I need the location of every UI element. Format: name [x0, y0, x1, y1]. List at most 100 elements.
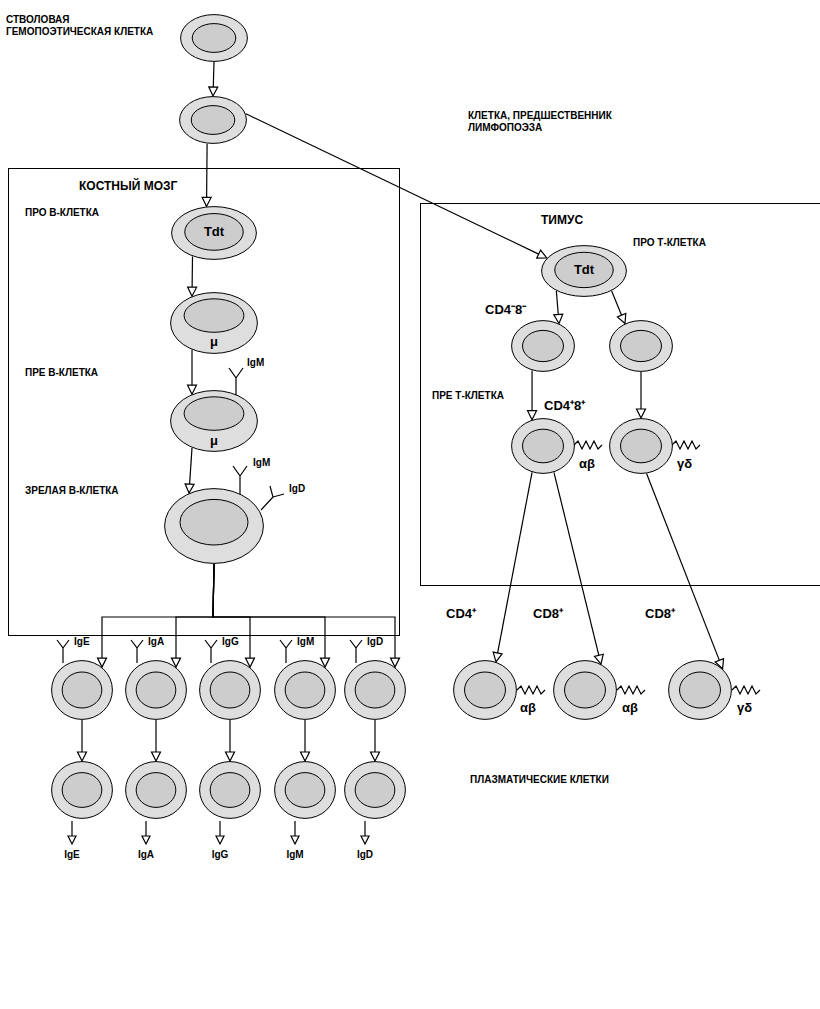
cell-body	[669, 661, 732, 720]
connector-arrow	[637, 372, 646, 418]
cell-label: СТВОЛОВАЯ ГЕМОПОЭТИЧЕСКАЯ КЛЕТКА	[6, 14, 176, 38]
cell-body	[200, 661, 261, 720]
cell-outline	[511, 320, 575, 372]
cell-outline	[180, 14, 248, 62]
cell-label: IgA	[138, 849, 154, 861]
cell-label: CD4⁻8⁻	[485, 302, 526, 318]
connector-line	[374, 720, 375, 752]
cell-body	[554, 661, 617, 720]
cell-shape: TdtПРО Т-КЛЕТКА	[541, 245, 627, 297]
cell-outline	[199, 660, 261, 720]
connector-line	[102, 564, 214, 658]
cell-nucleus	[355, 773, 395, 808]
connector-arrow	[188, 256, 197, 296]
cell-label: ЗРЕЛАЯ В-КЛЕТКА	[25, 485, 119, 497]
connector-arrow	[98, 564, 215, 667]
connector-arrow	[213, 564, 400, 667]
receptor-symbol	[57, 640, 69, 663]
cell-label: IgM	[297, 636, 314, 648]
cell-outline	[125, 761, 187, 819]
connector-line	[213, 62, 215, 87]
cell-nucleus	[185, 214, 243, 251]
cell-label: IgE	[64, 849, 80, 861]
cell-nucleus	[355, 672, 395, 708]
arrow-head	[537, 250, 547, 258]
cell-nucleus	[680, 672, 721, 708]
connector-arrow	[246, 114, 547, 258]
cell-shape: КЛЕТКА, ПРЕДШЕСТВЕННИК ЛИМФОПОЭЗА	[179, 96, 247, 144]
cell-outline	[344, 660, 406, 720]
connector-line	[647, 474, 720, 661]
arrow-head	[493, 652, 502, 662]
cell-shape: IgE	[51, 660, 113, 720]
cell-shape: CD8⁺γδ	[668, 660, 732, 720]
cell-label: ПРО В-КЛЕТКА	[25, 207, 99, 219]
receptor-symbol	[280, 640, 292, 663]
arrow-head	[637, 409, 646, 418]
cell-nucleus	[285, 672, 325, 708]
cell-body	[512, 419, 575, 474]
cell-body	[52, 661, 113, 720]
cell-shape: IgD	[344, 761, 406, 819]
cell-nucleus	[565, 672, 606, 708]
arrow-head	[301, 752, 310, 761]
cell-label: IgD	[289, 483, 305, 495]
cell-shape: IgA	[125, 660, 187, 720]
cell-shape: IgD	[344, 660, 406, 720]
cell-shape: IgM	[274, 761, 336, 819]
cell-label: ПРО Т-КЛЕТКА	[633, 237, 706, 249]
tcr-symbol	[732, 686, 760, 694]
cell-body	[126, 762, 187, 819]
connector-line	[192, 256, 194, 287]
cell-label: IgM	[286, 849, 303, 861]
cell-shape: IgG	[199, 761, 261, 819]
cell-nucleus	[180, 499, 248, 545]
region-box: КОСТНЫЙ МОЗГПРО В-КЛЕТКАTdtμПРЕ В-КЛЕТКА…	[8, 168, 400, 636]
arrow-head	[617, 313, 625, 323]
cell-shape: ПРЕ В-КЛЕТКАμIgM	[170, 390, 258, 452]
cell-shape: IgE	[51, 761, 113, 819]
connector-arrow	[78, 720, 87, 761]
cell-outline	[199, 761, 261, 819]
connector-arrow	[493, 472, 532, 661]
cell-label: IgD	[357, 849, 373, 861]
tcr-symbol	[517, 686, 545, 694]
cell-label: μ	[210, 334, 218, 350]
cell-shape: CD4⁻8⁻	[511, 320, 575, 372]
cell-outline	[511, 418, 575, 474]
cell-nucleus	[523, 330, 564, 361]
cell-label: IgM	[247, 357, 264, 369]
cell-outline	[609, 320, 673, 372]
cell-outline	[51, 660, 113, 720]
connector-line	[498, 472, 532, 653]
cell-label: αβ	[622, 700, 638, 716]
cell-body	[200, 762, 261, 819]
connector-line	[81, 720, 82, 752]
cell-body	[165, 489, 264, 564]
cell-body	[610, 419, 673, 474]
connector-line	[531, 370, 532, 410]
connector-arrow	[202, 144, 211, 207]
cell-outline	[453, 660, 517, 720]
connector-line	[556, 291, 558, 315]
cell-shape: СТВОЛОВАЯ ГЕМОПОЭТИЧЕСКАЯ КЛЕТКА	[180, 14, 248, 62]
connector-arrow	[647, 474, 724, 669]
cell-outline	[274, 660, 336, 720]
connector-line	[191, 350, 192, 385]
tcr-symbol	[574, 441, 602, 449]
receptor-symbol	[261, 486, 284, 510]
cell-nucleus	[62, 672, 102, 708]
cell-body	[171, 391, 258, 452]
free-label: ПЛАЗМАТИЧЕСКИЕ КЛЕТКИ	[470, 774, 609, 786]
arrow-head	[528, 411, 537, 420]
cell-outline	[344, 761, 406, 819]
arrow-head	[202, 197, 211, 206]
cell-outline	[164, 488, 264, 564]
cell-shape: IgG	[199, 660, 261, 720]
cell-outline	[553, 660, 617, 720]
cell-shape: μ	[170, 292, 258, 354]
connector-arrow	[213, 564, 255, 667]
cell-label: IgG	[212, 849, 229, 861]
secretion-arrowhead	[361, 836, 369, 844]
